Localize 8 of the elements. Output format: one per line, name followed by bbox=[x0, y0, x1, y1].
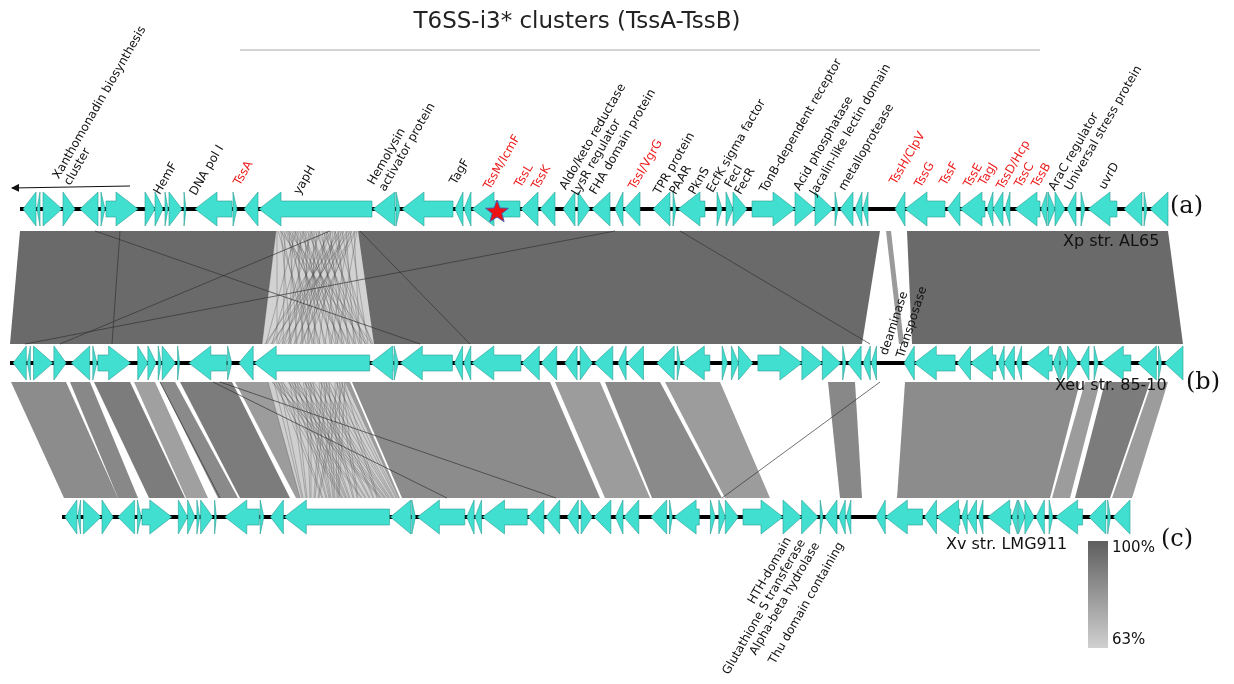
panel-letter: (b) bbox=[1186, 369, 1221, 395]
scale-label: 63% bbox=[1112, 632, 1146, 648]
strain-label: Xv str. LMG911 bbox=[946, 536, 1068, 553]
scale-label: 100% bbox=[1112, 540, 1155, 556]
panel-letter: (c) bbox=[1161, 526, 1194, 552]
identity-scale-bar bbox=[1088, 541, 1108, 648]
strain-label: Xp str. AL65 bbox=[1063, 233, 1160, 250]
panel-letter: (a) bbox=[1170, 193, 1204, 219]
